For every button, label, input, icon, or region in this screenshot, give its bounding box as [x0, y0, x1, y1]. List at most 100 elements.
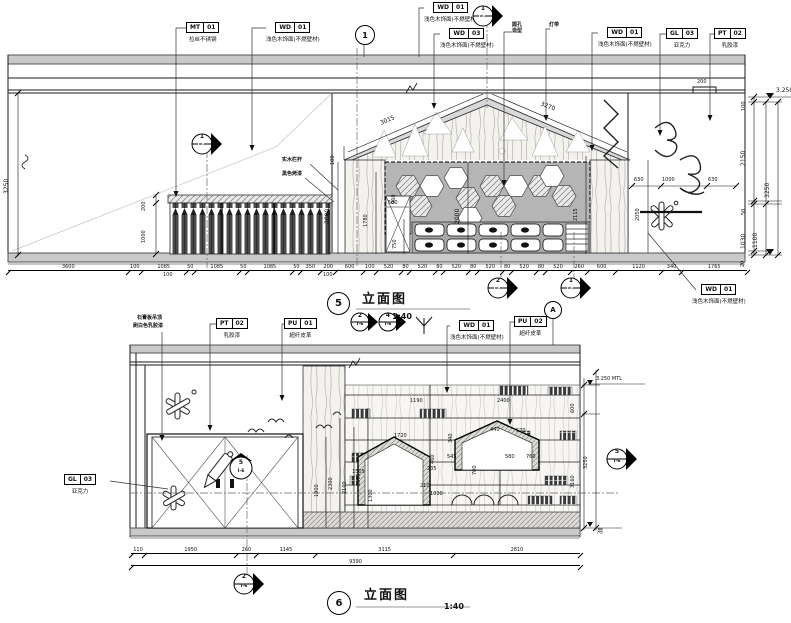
dimension-value: 350 [300, 264, 320, 270]
dimension-value: 3250 [764, 182, 771, 198]
tag-number: 01 [626, 28, 641, 37]
tag-number: 02 [530, 317, 545, 326]
tag-label: 浅色木饰面(不燃壁材) [424, 16, 478, 23]
dimension-value: 50 [240, 264, 247, 270]
dimension-value: 1950 [145, 547, 236, 553]
tag-number: 01 [452, 3, 467, 12]
dimension-value: 1085 [247, 264, 292, 270]
note-fence-material: 实木栏杆 [282, 157, 303, 163]
dimension-value: 2150 [740, 150, 747, 166]
tag-label: 乳胶漆 [721, 42, 739, 49]
dimension-value: 520 [545, 264, 570, 270]
tag-code: PU [288, 320, 298, 327]
dimension-value: 750 [392, 239, 398, 249]
ref-bubble-label: A [550, 306, 556, 314]
dimension-value: 340 [662, 264, 682, 270]
dimension-value: 340 [448, 433, 454, 443]
dimension-value: 2000 [454, 208, 461, 224]
tag-code: WD [279, 24, 292, 31]
section-marker-number: 1 [199, 133, 205, 140]
tag-code: WD [705, 286, 718, 293]
section-marker: 1 I-6 [472, 3, 504, 29]
dimension-value: 3250 [3, 178, 10, 194]
dimension-value: 545 [447, 454, 457, 460]
dimension-value: 200 [141, 201, 147, 211]
section-marker-sheet: I-6 [493, 288, 501, 293]
tag-label: 拉丝不锈钢 [188, 36, 217, 43]
dimension-value: 440 [490, 427, 500, 433]
dimension-value: 460 [430, 454, 436, 464]
drawing-title: 立面图 [362, 292, 408, 307]
dimension-value: 520 [444, 264, 469, 270]
dimension-value: 2500 [356, 473, 362, 486]
note-light-strip: 灯带 [549, 22, 560, 28]
tag-code: WD [437, 4, 450, 11]
tag-number: 01 [300, 319, 315, 328]
tag-label: 浅色木饰面(不燃壁材) [266, 36, 320, 43]
dimension-value: 50 [293, 264, 300, 270]
dimension-value: 180 [330, 155, 336, 165]
level-note: 用 [597, 528, 604, 535]
tag-label: 亚克力 [71, 488, 89, 495]
ref-bubble-a: A [544, 301, 562, 319]
dimension-value: 3250 [583, 456, 589, 469]
section-marker-number: 2 [357, 312, 363, 319]
dimension-value: 1000 [662, 177, 675, 183]
tag-number: 02 [729, 29, 745, 38]
tag-number: 03 [681, 29, 697, 38]
section-marker-sheet: I-6 [240, 584, 248, 589]
section-marker-sheet: I-6 [356, 322, 364, 327]
level-value: 3.250 MTL [596, 376, 623, 382]
dimension-value: 100 [364, 264, 375, 270]
dimension-value: 2115 [573, 208, 579, 221]
dimension-value: 1000 [430, 491, 443, 497]
dimension-value: 580 [505, 454, 515, 460]
section-marker-house: 5 I-6 [226, 452, 256, 480]
tag-label: 浅色木饰面(不燃壁材) [692, 298, 746, 305]
drawing-scale: 1:40 [444, 602, 464, 611]
dimension-value: 235 [427, 466, 437, 472]
drawing-number: 5 [335, 298, 342, 309]
dimension-value: 500 [388, 200, 398, 206]
tag-number: 03 [468, 29, 483, 38]
dimension-value: 2000 [324, 208, 331, 224]
section-marker: 2 I-6 [350, 310, 380, 334]
grid-bubble-label: 1 [362, 30, 368, 40]
level-value: 3.250 [776, 87, 791, 94]
tag-code: WD [463, 322, 476, 329]
section-marker: 1 I-6 [191, 131, 223, 157]
dimension-value: 1505 [352, 469, 365, 475]
drawing-number-bubble: 6 [327, 591, 351, 615]
dimension-value: 2300 [328, 477, 334, 490]
drawing-number: 6 [335, 597, 343, 609]
dimension-value: 20 [740, 260, 746, 267]
drawing-scale: 1:40 [392, 312, 412, 321]
tag-code: WD [611, 29, 624, 36]
drawing-title: 立面图 [364, 588, 410, 603]
dimension-value: 700 [472, 465, 478, 475]
note-ceiling-line2: 刷白色乳胶漆 [133, 323, 164, 329]
section-marker: 5 I-6 [606, 446, 638, 472]
tag-number: 03 [79, 475, 95, 484]
section-marker-number: 1 [480, 5, 486, 12]
dimension-total-row: 9390 [131, 556, 580, 566]
dimension-value: 3600 [8, 264, 129, 270]
